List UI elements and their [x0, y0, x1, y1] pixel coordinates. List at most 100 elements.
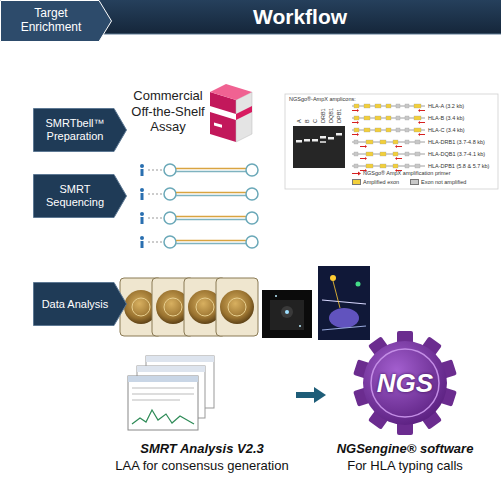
flow-arrow [296, 387, 326, 403]
amplicon-panel [285, 94, 498, 189]
software-screenshots-part [137, 366, 205, 372]
software-screenshots-part [132, 410, 194, 424]
gene-label: HLA-DQB1 (3.7-4.1 kb) [428, 151, 485, 157]
amplicon-panel-part [352, 152, 425, 160]
step-text: SMRT Sequencing [39, 183, 111, 208]
polymerase-image [318, 266, 370, 340]
smrt-cells [120, 278, 258, 336]
polymerase-image-part [330, 275, 336, 281]
software-name: SMRT Analysis V2.3 [108, 440, 296, 457]
kit-box-part [210, 106, 236, 120]
amplicon-panel-part [336, 133, 342, 136]
software-screenshots-part [128, 376, 198, 382]
step-label: SMRT Sequencing [39, 183, 111, 208]
smrt-cells-part [132, 298, 150, 316]
kit-box [210, 84, 252, 142]
smrt-cells-part [220, 290, 254, 324]
step-text: Data Analysis [39, 298, 111, 311]
amplicon-panel-part [320, 141, 326, 143]
zmw-image [262, 290, 312, 338]
smrtbell-molecules [140, 164, 258, 248]
legend-item: NGSgo® AmpX amplification primer [352, 170, 451, 176]
kit-box-part [236, 106, 252, 120]
amplicon-panel-part [352, 116, 425, 124]
kit-box-part [236, 92, 252, 142]
gene-label: HLA-DPB1 (5.8 & 5.7 kb) [428, 163, 489, 169]
lane-label: DRB1 [320, 108, 326, 123]
legend-swatch [352, 179, 361, 185]
legend-text: NGSgo® AmpX amplification primer [363, 170, 451, 176]
arrow-head [314, 387, 326, 403]
amplicon-panel-part [328, 137, 334, 140]
software-purpose: For HLA typing calls [326, 457, 484, 474]
kit-box-part [210, 92, 236, 142]
amplicon-panel-part [312, 139, 318, 142]
chevron-outline [34, 283, 127, 326]
arrow-shaft [296, 392, 314, 398]
diagram-title: Workflow [150, 4, 450, 30]
software-screenshots-part [132, 394, 194, 395]
gear-label: NGS [326, 368, 484, 398]
smrt-cells-part [164, 298, 182, 316]
amplicon-panel-part [352, 140, 425, 148]
step-label: Data Analysis [39, 298, 111, 311]
step-chevron: Data Analysis [33, 282, 127, 326]
amplicon-panel-part [285, 94, 498, 189]
legend-swatch [410, 179, 419, 185]
amplicon-panel-part [304, 139, 310, 142]
step-label: SMRTbell™ Preparation [39, 117, 111, 142]
smrtbell-molecules-part [140, 164, 258, 176]
legend-text: Exon not amplified [421, 179, 466, 185]
legend-text: Amplified exon [363, 179, 399, 185]
software-screenshots [128, 356, 214, 430]
polymerase-image-part [322, 300, 366, 304]
legend-arrow [352, 171, 361, 176]
step-text: SMRTbell™ Preparation [39, 117, 111, 142]
caption-block: NGSengine® softwareFor HLA typing calls [326, 440, 484, 474]
lane-label: DQB1 [328, 108, 334, 123]
software-screenshots-part [128, 376, 198, 430]
amplicon-panel-part [293, 126, 345, 168]
polymerase-image-part [333, 281, 340, 308]
software-panel: NGSengine® softwareFor HLA typing callsN… [326, 330, 484, 480]
step-chevron: SMRT Sequencing [33, 174, 127, 218]
lane-label: DPB1 [336, 109, 342, 123]
chevron-outline [34, 109, 127, 152]
gene-label: HLA-A (3.2 kb) [428, 103, 464, 109]
gene-label: HLA-DRB1 (3.7-4.8 kb) [428, 139, 485, 145]
step-chevron: SMRTbell™ Preparation [33, 108, 127, 152]
polymerase-image-part [356, 282, 361, 287]
assay-note: Commercial Off-the-Shelf Assay [126, 88, 210, 135]
chevron-outline [34, 175, 127, 218]
software-screenshots-part [132, 400, 180, 401]
polymerase-image-part [322, 326, 366, 330]
chevron-outline [1, 1, 112, 42]
zmw-image-part [262, 290, 312, 338]
kit-box-part [214, 122, 222, 127]
zmw-image-part [275, 295, 277, 297]
smrtbell-molecules-part [140, 212, 258, 224]
smrt-cells-part [216, 278, 258, 336]
polymerase-image-part [318, 266, 370, 340]
legend-item: Amplified exon [352, 179, 399, 185]
primer-arrow [352, 171, 361, 175]
panel-heading: NGSgo®-AmpX amplicons: [289, 96, 389, 102]
smrt-cells-part [228, 298, 246, 316]
zmw-image-part [270, 300, 304, 330]
software-name: NGSengine® software [326, 440, 484, 457]
amplicon-panel-part [352, 104, 425, 112]
software-panel: SMRT Analysis V2.3LAA for consensus gene… [108, 352, 296, 480]
gene-label: HLA-B (3.4 kb) [428, 115, 464, 121]
legend-item: Exon not amplified [410, 179, 466, 185]
kit-box-part [210, 84, 252, 100]
software-screenshots-part [132, 388, 194, 389]
amplicon-panel-part [320, 136, 326, 139]
caption-block: SMRT Analysis V2.3LAA for consensus gene… [108, 440, 296, 474]
lane-label: C [312, 119, 318, 123]
step-text: Target Enrichment [6, 7, 96, 35]
step-label: Target Enrichment [6, 7, 96, 35]
